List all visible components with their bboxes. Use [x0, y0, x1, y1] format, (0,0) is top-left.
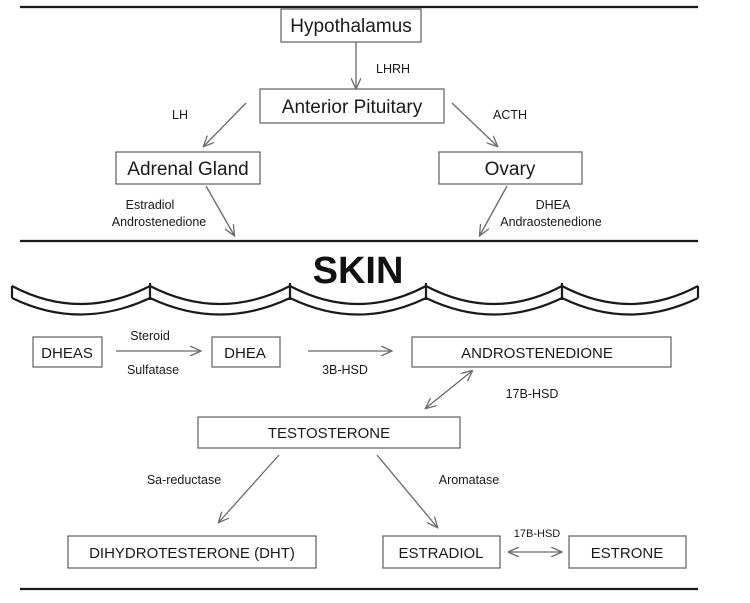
label-17b-hsd-upper: 17B-HSD — [506, 387, 559, 401]
arrow-testosterone-to-dht — [219, 454, 280, 522]
label-acth: ACTH — [493, 108, 527, 122]
label-sa-reductase: Sa-reductase — [147, 473, 221, 487]
label-lhrh: LHRH — [376, 62, 410, 76]
node-ovary: Ovary — [438, 151, 583, 185]
label-androstenedione: ANDROSTENEDIONE — [461, 345, 613, 362]
label-estrone: ESTRONE — [591, 545, 664, 562]
node-testosterone: TESTOSTERONE — [197, 416, 461, 449]
label-adrenal-out-estradiol: Estradiol — [126, 198, 175, 212]
arrow-androstenedione-testosterone — [426, 371, 472, 408]
skin-title: SKIN — [313, 250, 404, 292]
node-adrenal-gland: Adrenal Gland — [115, 151, 261, 185]
arrow-pituitary-to-ovary — [451, 102, 497, 146]
label-adrenal-gland: Adrenal Gland — [127, 159, 248, 180]
label-ovary-out-andraostenedione: Andraostenedione — [500, 215, 602, 229]
node-estrone: ESTRONE — [568, 535, 687, 569]
node-estradiol: ESTRADIOL — [382, 535, 501, 569]
label-ovary: Ovary — [485, 159, 536, 180]
arrow-adrenal-to-skin — [205, 185, 234, 235]
label-dhea: DHEA — [224, 345, 266, 362]
node-dht: DIHYDROTESTERONE (DHT) — [67, 535, 317, 569]
label-ovary-out-dhea: DHEA — [536, 198, 571, 212]
node-hypothalamus: Hypothalamus — [280, 8, 422, 43]
label-dheas: DHEAS — [41, 345, 93, 362]
label-dht: DIHYDROTESTERONE (DHT) — [89, 545, 295, 562]
node-dheas: DHEAS — [32, 336, 103, 368]
label-sulfatase: Sulfatase — [127, 363, 179, 377]
label-adrenal-out-androstenedione: Androstenedione — [112, 215, 207, 229]
node-dhea: DHEA — [211, 336, 281, 368]
arrow-pituitary-to-adrenal — [204, 102, 247, 146]
label-lh: LH — [172, 108, 188, 122]
node-androstenedione: ANDROSTENEDIONE — [411, 336, 672, 368]
label-aromatase: Aromatase — [439, 473, 499, 487]
arrow-ovary-to-skin — [480, 185, 508, 235]
label-anterior-pituitary: Anterior Pituitary — [282, 97, 423, 118]
label-steroid: Steroid — [130, 329, 170, 343]
label-3b-hsd: 3B-HSD — [322, 363, 368, 377]
arrow-testosterone-to-estradiol — [376, 454, 437, 527]
label-hypothalamus: Hypothalamus — [290, 16, 411, 37]
node-anterior-pituitary: Anterior Pituitary — [259, 88, 445, 124]
skin-scallops — [10, 283, 700, 316]
label-estradiol: ESTRADIOL — [398, 545, 483, 562]
label-testosterone: TESTOSTERONE — [268, 425, 390, 442]
label-17b-hsd-lower: 17B-HSD — [514, 528, 561, 540]
